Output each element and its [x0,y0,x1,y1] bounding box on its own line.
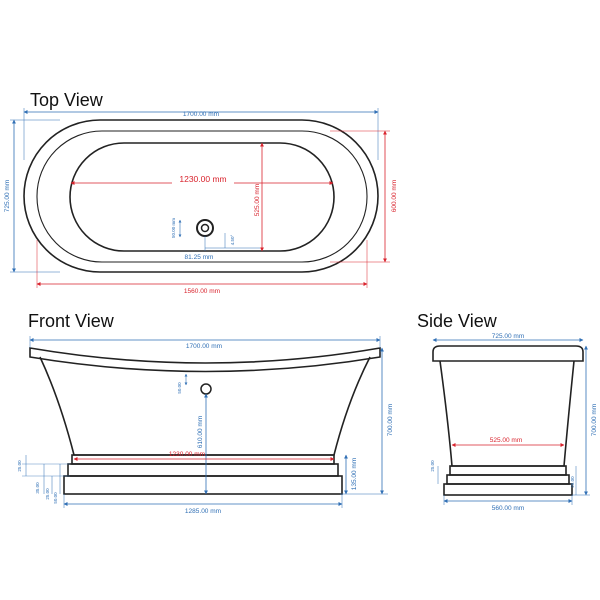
top-waste-inner [200,223,210,233]
side-overall-width-label: 725.00 mm [492,333,525,340]
side-base-width-label: 560.00 mm [492,505,525,512]
top-view: Top View 1700.00 mm 725.00 mm 1230.00 mm… [4,90,398,295]
front-small-dim-1: 25.00 [17,460,22,472]
top-inner-length-label: 1230.00 mm [179,174,226,184]
front-view-title: Front View [28,311,115,331]
front-inner-length-label: 1230.00 mm [169,451,205,458]
front-plinth-middle [67,463,339,477]
top-waste-diameter-label: 50.00 mm [171,218,176,238]
side-plinth-base [443,483,573,496]
side-tub-body [439,360,575,467]
side-tub-rim [432,345,584,362]
top-overall-width-label: 725.00 mm [4,180,11,213]
front-plinth-length-label: 1285.00 mm [185,508,221,515]
side-small-dim-2: 25.00 [570,476,575,488]
front-waste [200,383,212,395]
top-waste-offset-label: 81.25 mm [185,254,214,261]
top-tub-basin [69,142,335,252]
front-plinth-height-label: 135.00 mm [351,458,358,491]
top-tub-inner-rim [36,130,368,263]
front-small-dim-2: 35.00 [35,482,40,494]
top-rim-width-label: 600.00 mm [391,180,398,213]
top-base-length-label: 1560.00 mm [184,288,220,295]
side-view: Side View 725.00 mm 700.00 mm 525.00 mm … [417,311,598,512]
front-waste-height-label: 610.00 mm [197,416,204,449]
front-plinth-base [63,475,343,495]
top-tub-outer-rim [23,119,379,273]
front-overall-length-label: 1700.00 mm [186,343,222,350]
side-small-dim-1: 25.00 [430,460,435,472]
side-inner-width-label: 525.00 mm [490,437,523,444]
front-view: Front View 1700.00 mm 700.00 mm 610.00 m… [17,311,394,515]
top-overall-length-label: 1700.00 mm [183,111,219,118]
side-plinth-top [449,465,567,476]
front-waste-small-label: 50.00 [177,382,182,394]
top-waste-angle-label: 4.50° [230,235,235,246]
side-plinth-middle [446,474,570,485]
front-small-dim-3: 25.00 [45,488,50,500]
front-tub-rim [29,347,381,373]
front-overall-height-label: 700.00 mm [387,404,394,437]
top-view-title: Top View [30,90,104,110]
side-view-title: Side View [417,311,498,331]
top-inner-width-label: 525.00 mm [254,184,261,217]
side-overall-height-label: 700.00 mm [591,404,598,437]
front-small-dim-4: 50.00 [53,492,58,504]
